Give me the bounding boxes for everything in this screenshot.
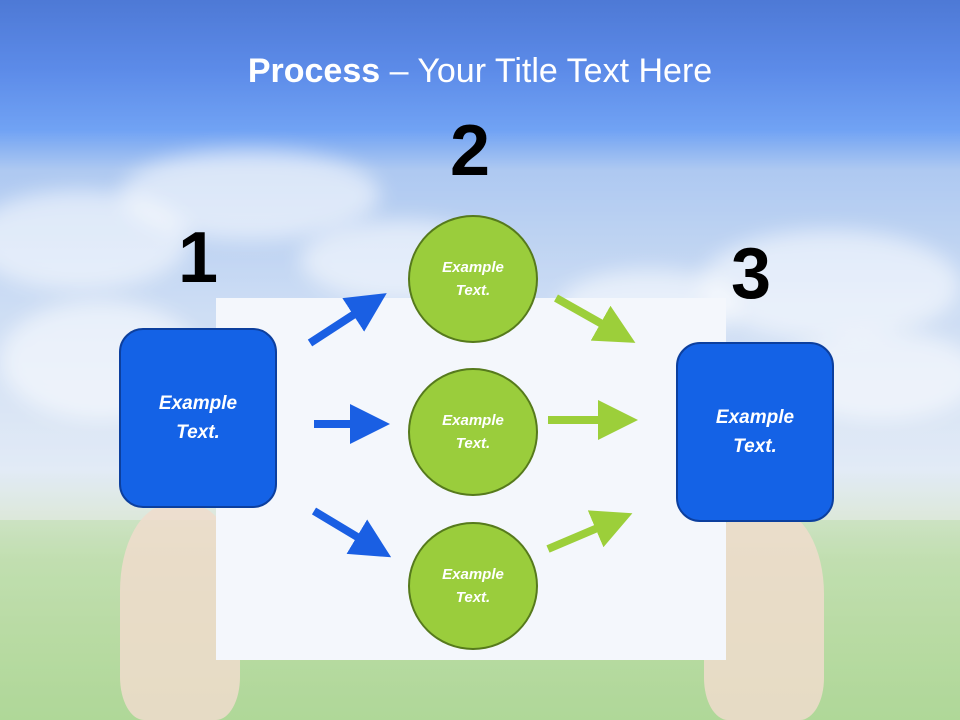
arrow-top-to-3: [554, 294, 636, 343]
step-1-box: Example Text.: [119, 328, 277, 508]
step-2-circle-bottom: Example Text.: [408, 522, 538, 650]
arrow-1-to-top: [307, 293, 387, 347]
step-2-circle-middle: Example Text.: [408, 368, 538, 496]
step-number-2: 2: [450, 111, 491, 191]
circle-middle-label: Example Text.: [442, 412, 504, 452]
slide-title: Process – Your Title Text Here: [0, 52, 960, 91]
title-bold: Process: [247, 52, 381, 90]
step-3-box-label: Example Text.: [715, 407, 795, 457]
arrow-bottom-to-3: [546, 510, 633, 553]
circle-bottom-label: Example Text.: [442, 566, 504, 606]
step-number-1: 1: [178, 218, 219, 298]
step-1-box-label: Example Text.: [158, 393, 238, 443]
step-3-box: Example Text.: [676, 342, 834, 522]
step-number-3: 3: [731, 234, 772, 314]
step-2-circle-top: Example Text.: [408, 215, 538, 343]
arrow-1-to-bottom: [311, 507, 392, 558]
circle-top-label: Example Text.: [442, 259, 504, 299]
title-rest: – Your Title Text Here: [380, 52, 713, 90]
